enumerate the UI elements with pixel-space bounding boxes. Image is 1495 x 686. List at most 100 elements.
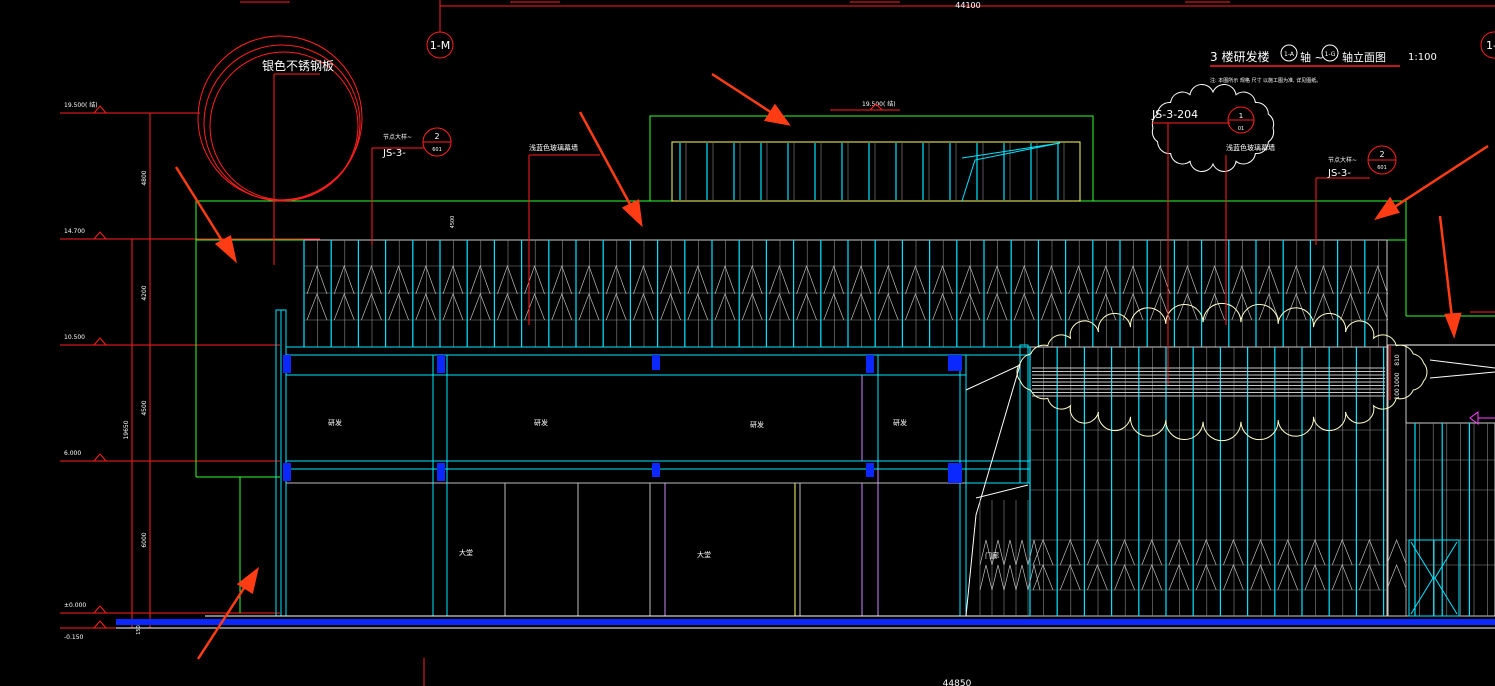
glass-curtain-label-1: 浅蓝色玻璃幕墙	[529, 143, 578, 152]
drawing-title-block: 3 楼研发楼 1-A 轴 ~ 1-G 轴立面图 1:100 注: 本图所示 规格…	[1210, 44, 1437, 84]
curtain-triangle	[1285, 264, 1307, 321]
curtain-triangle	[877, 264, 899, 321]
arrow-6	[196, 566, 259, 660]
level-label-3: 6.000	[64, 450, 81, 457]
glass-curtain-label-2: 浅蓝色玻璃幕墙	[1226, 143, 1275, 152]
curtain-triangle	[796, 264, 817, 321]
curtain-triangle	[1041, 264, 1062, 321]
lower-triangle	[1386, 539, 1407, 591]
axis-bubble-right: 1-G	[1480, 31, 1495, 59]
detail-ref-1: JS-3-	[382, 148, 406, 159]
curtain-triangle	[660, 264, 681, 321]
detail-callouts	[371, 106, 1397, 385]
curtain-triangle	[524, 264, 545, 321]
curtain-triangle	[986, 264, 1008, 321]
top-dimension-text: 44100	[955, 1, 980, 10]
curtain-triangle	[442, 264, 464, 321]
lower-triangle	[1114, 539, 1135, 591]
structural-blue-fills	[116, 355, 1495, 625]
building-outline	[195, 115, 1495, 613]
vertical-dim-d3: 4500	[141, 400, 148, 415]
lower-triangle	[1168, 539, 1190, 591]
vertical-dim-d4: 6000	[141, 532, 148, 547]
curtain-triangle	[850, 264, 872, 321]
curtain-triangle	[415, 264, 437, 321]
curtain-triangle	[932, 264, 953, 321]
curtain-triangle	[388, 264, 409, 321]
drawing-title-axis-a: 1-A	[1284, 51, 1295, 58]
lower-right-curtain-wall	[1029, 346, 1407, 617]
curtain-triangle	[823, 264, 845, 321]
curtain-triangle	[1204, 264, 1225, 321]
vertical-dim-d2: 4200	[141, 285, 148, 300]
level-label-1: 14.700	[64, 228, 85, 235]
level-label-5: -0.150	[64, 634, 84, 641]
top-dimension-line	[240, 0, 1495, 32]
curtain-triangle	[1313, 264, 1334, 321]
arrow-2	[711, 72, 791, 126]
curtain-triangle	[714, 264, 736, 321]
arrow-1	[174, 166, 238, 264]
curtain-triangle	[1068, 264, 1089, 321]
arrow-5	[1438, 215, 1462, 339]
porch-triangle	[979, 539, 993, 591]
level-label-0: 19.500( 结)	[64, 101, 98, 109]
stainless-label: 银色不锈钢板	[262, 59, 334, 73]
detail-ref-2: JS-3-	[1327, 168, 1351, 179]
penthouse	[671, 141, 1081, 202]
axis-bubble-left: 1-M	[426, 31, 454, 59]
porch-triangle	[1015, 539, 1029, 591]
porch-triangle	[1003, 539, 1017, 591]
curtain-triangle	[361, 264, 382, 321]
room-label-3: 研发	[750, 420, 764, 429]
lower-triangle	[1250, 539, 1271, 591]
ref-prefix-1: 节点大样~	[383, 133, 412, 141]
drawing-title-suffix-2: 轴立面图	[1342, 50, 1386, 64]
curtain-triangle	[687, 264, 709, 321]
curtain-triangle	[1258, 264, 1280, 321]
curtain-triangle	[1095, 264, 1117, 321]
curtain-triangle	[1149, 264, 1171, 321]
entrance-label: 门廊	[985, 551, 999, 560]
lower-triangle	[1331, 539, 1353, 591]
cloud-dim-c: 100	[1394, 388, 1401, 400]
curtain-triangle	[769, 264, 790, 321]
room-label-2: 研发	[534, 418, 548, 427]
drawing-title-suffix-1: 轴 ~	[1300, 50, 1324, 64]
curtain-triangle	[905, 264, 926, 321]
bubble-1-bottom: 601	[432, 147, 442, 153]
revision-cloud-ref	[1151, 83, 1275, 173]
arrow-4	[1374, 144, 1489, 221]
arrow-3	[578, 111, 643, 228]
curtain-triangle	[551, 264, 573, 321]
level-markers	[60, 105, 320, 629]
curtain-triangle	[1013, 264, 1035, 321]
lobby-label-1: 大堂	[459, 548, 473, 557]
cloud-dim-a: 810	[1394, 354, 1401, 366]
curtain-triangle	[1122, 264, 1144, 321]
markup-arrows	[174, 72, 1489, 660]
curtain-triangle	[959, 264, 981, 321]
bubble-2-top: 2	[1379, 150, 1384, 159]
lobby-label-2: 大堂	[697, 550, 711, 559]
drawing-scale: 1:100	[1408, 52, 1437, 63]
room-label-1: 研发	[328, 418, 342, 427]
bubble-3-top: 1	[1239, 112, 1243, 120]
lower-triangle	[1032, 539, 1054, 591]
stainless-callout-circles	[197, 35, 363, 265]
curtain-triangle	[633, 264, 654, 321]
lower-triangle	[1059, 539, 1081, 591]
lower-triangle	[1304, 539, 1326, 591]
axis-bubble-left-label: 1-M	[430, 39, 450, 52]
entrance-porch	[965, 364, 1041, 617]
lower-triangle	[1087, 539, 1108, 591]
upper-curtain-wall	[303, 239, 1389, 348]
drawing-note: 注: 本图所示 规格 尺寸 以施工图为准, 详见图纸。	[1210, 77, 1321, 84]
curtain-triangle	[1340, 264, 1361, 321]
curtain-triangle	[741, 264, 763, 321]
detail-ref-3: JS-3-204	[1151, 108, 1198, 121]
lower-triangle	[1223, 539, 1244, 591]
curtain-triangle	[1231, 264, 1253, 321]
vertical-dim-total: 19650	[123, 420, 130, 439]
